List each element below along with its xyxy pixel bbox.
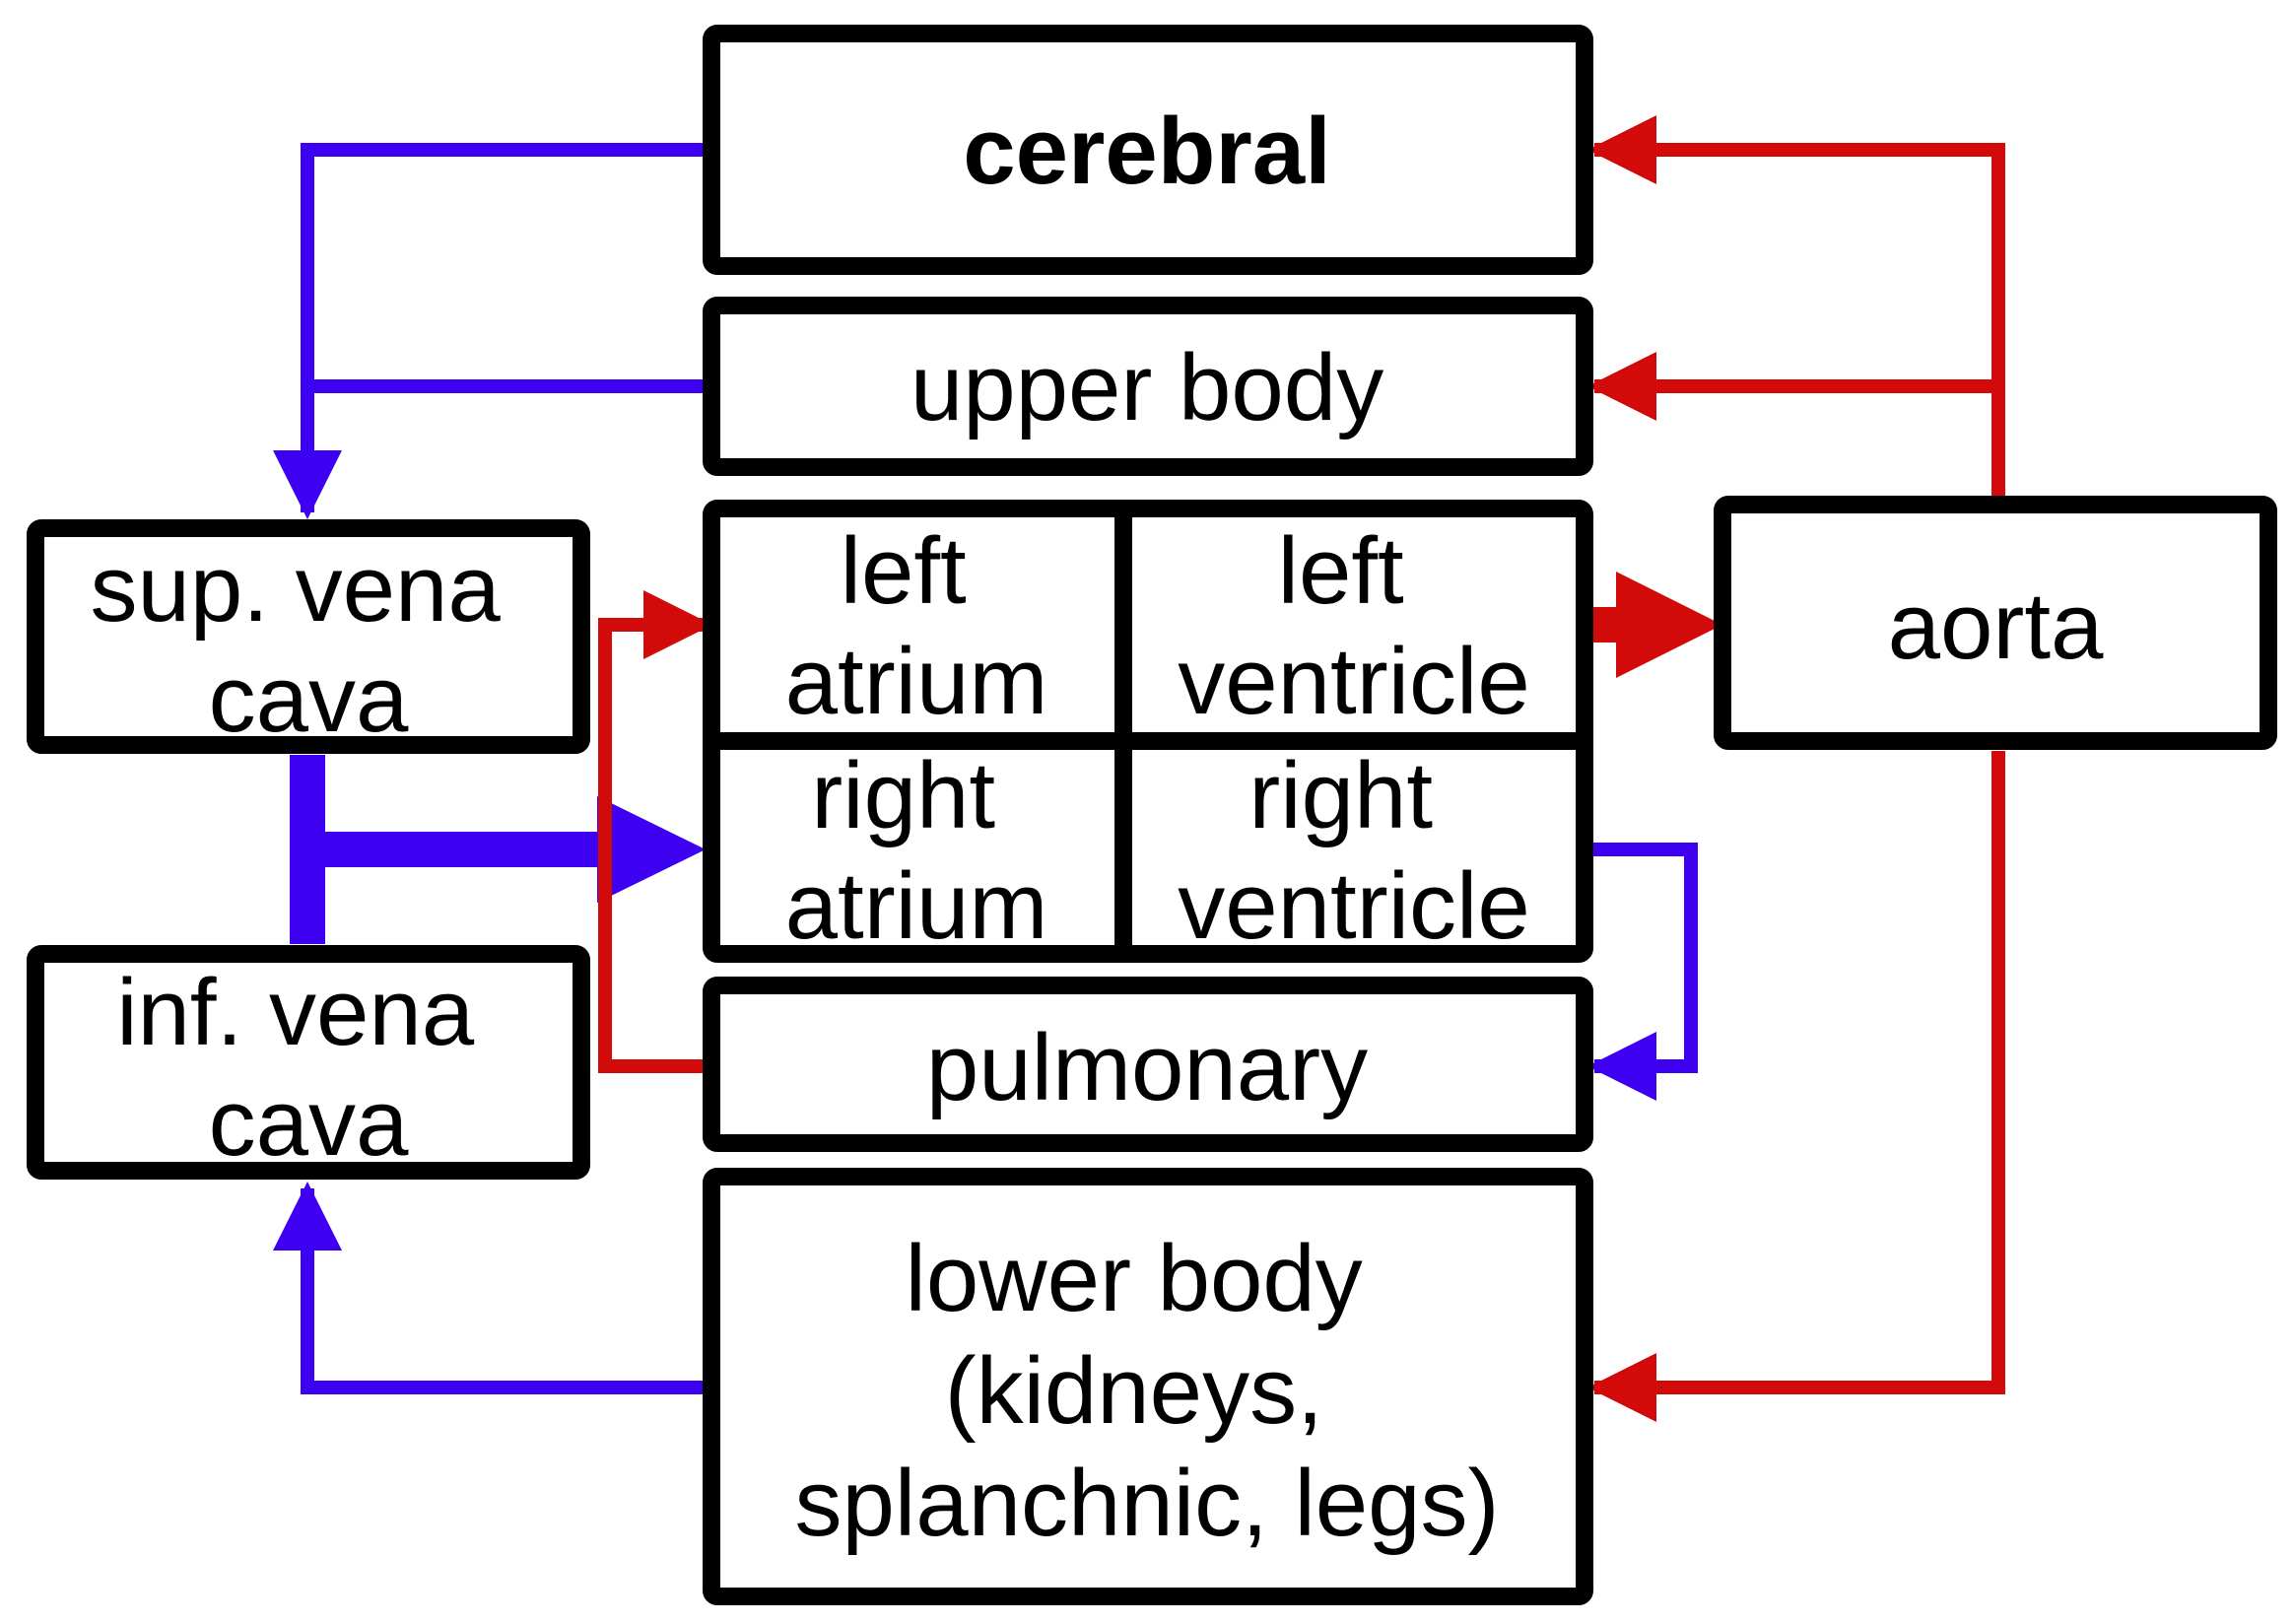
node-left-ventricle-line-1: left (1278, 518, 1404, 624)
node-lower-body-box (703, 1168, 1593, 1605)
node-cerebral: cerebral (703, 25, 1593, 275)
node-upper-body-label: upper body (911, 335, 1383, 440)
node-right-ventricle-line-2: ventricle (1178, 853, 1529, 959)
flow-aorta-to-lower-body (1587, 751, 2005, 1422)
flow-aorta-to-cerebral (1587, 115, 2005, 505)
node-cerebral-box (703, 25, 1593, 275)
node-pulmonary-label: pulmonary (926, 1015, 1368, 1120)
node-right-atrium-line-2: atrium (785, 853, 1048, 959)
node-lower-body-label: lower body (kidneys, splanchnic, legs) (794, 1226, 1499, 1556)
node-right-ventricle-line-1: right (1248, 743, 1433, 848)
node-left-ventricle-line-2: ventricle (1178, 629, 1529, 734)
node-inf-vena-cava-label: inf. vena cava (116, 960, 501, 1176)
node-left-ventricle-label: left ventricle (1178, 518, 1529, 734)
node-inf-vena-cava: inf. vena cava (27, 945, 590, 1180)
flow-rv-to-pulmonary (1585, 843, 1698, 1101)
node-upper-body-box (703, 297, 1593, 476)
node-inf-vena-cava-box (27, 945, 590, 1180)
node-pulmonary: pulmonary (703, 977, 1593, 1152)
node-upper-body-line-1: upper body (911, 335, 1383, 440)
flow-cerebral-to-svc (273, 143, 709, 519)
node-pulmonary-box (703, 977, 1593, 1152)
node-lower-body: lower body (kidneys, splanchnic, legs) (703, 1168, 1593, 1605)
node-aorta: aorta (1714, 496, 2277, 750)
node-pulmonary-line-1: pulmonary (926, 1015, 1368, 1120)
node-heart: left atrium left ventricle right atrium … (703, 500, 1593, 963)
node-cerebral-label: cerebral (963, 99, 1331, 204)
node-sup-vena-cava-line-1: sup. vena (91, 536, 502, 642)
node-sup-vena-cava-box (27, 519, 590, 754)
node-inf-vena-cava-line-1: inf. vena (116, 960, 475, 1065)
node-inf-vena-cava-line-2: cava (209, 1070, 409, 1176)
node-lower-body-line-1: lower body (906, 1226, 1363, 1331)
flow-lower-body-to-ivc (273, 1182, 709, 1394)
node-aorta-line-1: aorta (1888, 574, 2104, 679)
flow-pulmonary-to-left-atrium (598, 590, 712, 1073)
node-aorta-box (1714, 496, 2277, 750)
node-left-atrium-label: left atrium (785, 518, 1048, 734)
node-sup-vena-cava-line-2: cava (209, 646, 409, 752)
flow-lv-to-aorta-head (1616, 572, 1722, 678)
node-sup-vena-cava: sup. vena cava (27, 519, 590, 754)
nodes: cerebral upper body left atrium left ven… (27, 25, 2277, 1605)
node-right-atrium-line-1: right (811, 743, 995, 848)
node-sup-vena-cava-label: sup. vena cava (91, 536, 527, 752)
node-lower-body-line-3: splanchnic, legs) (794, 1451, 1499, 1556)
flow-vena-cava-to-right-atrium-head (597, 796, 706, 903)
node-cerebral-line-1: cerebral (963, 99, 1331, 204)
node-lower-body-line-2: (kidneys, (945, 1338, 1323, 1444)
node-left-atrium-line-2: atrium (785, 629, 1048, 734)
node-right-atrium-label: right atrium (785, 743, 1048, 959)
node-aorta-label: aorta (1888, 574, 2104, 679)
node-right-ventricle-label: right ventricle (1178, 743, 1529, 959)
node-upper-body: upper body (703, 297, 1593, 476)
heart-outer-box (703, 500, 1593, 963)
deoxygenated-flows (273, 143, 1698, 1394)
node-left-atrium-line-1: left (841, 518, 967, 624)
